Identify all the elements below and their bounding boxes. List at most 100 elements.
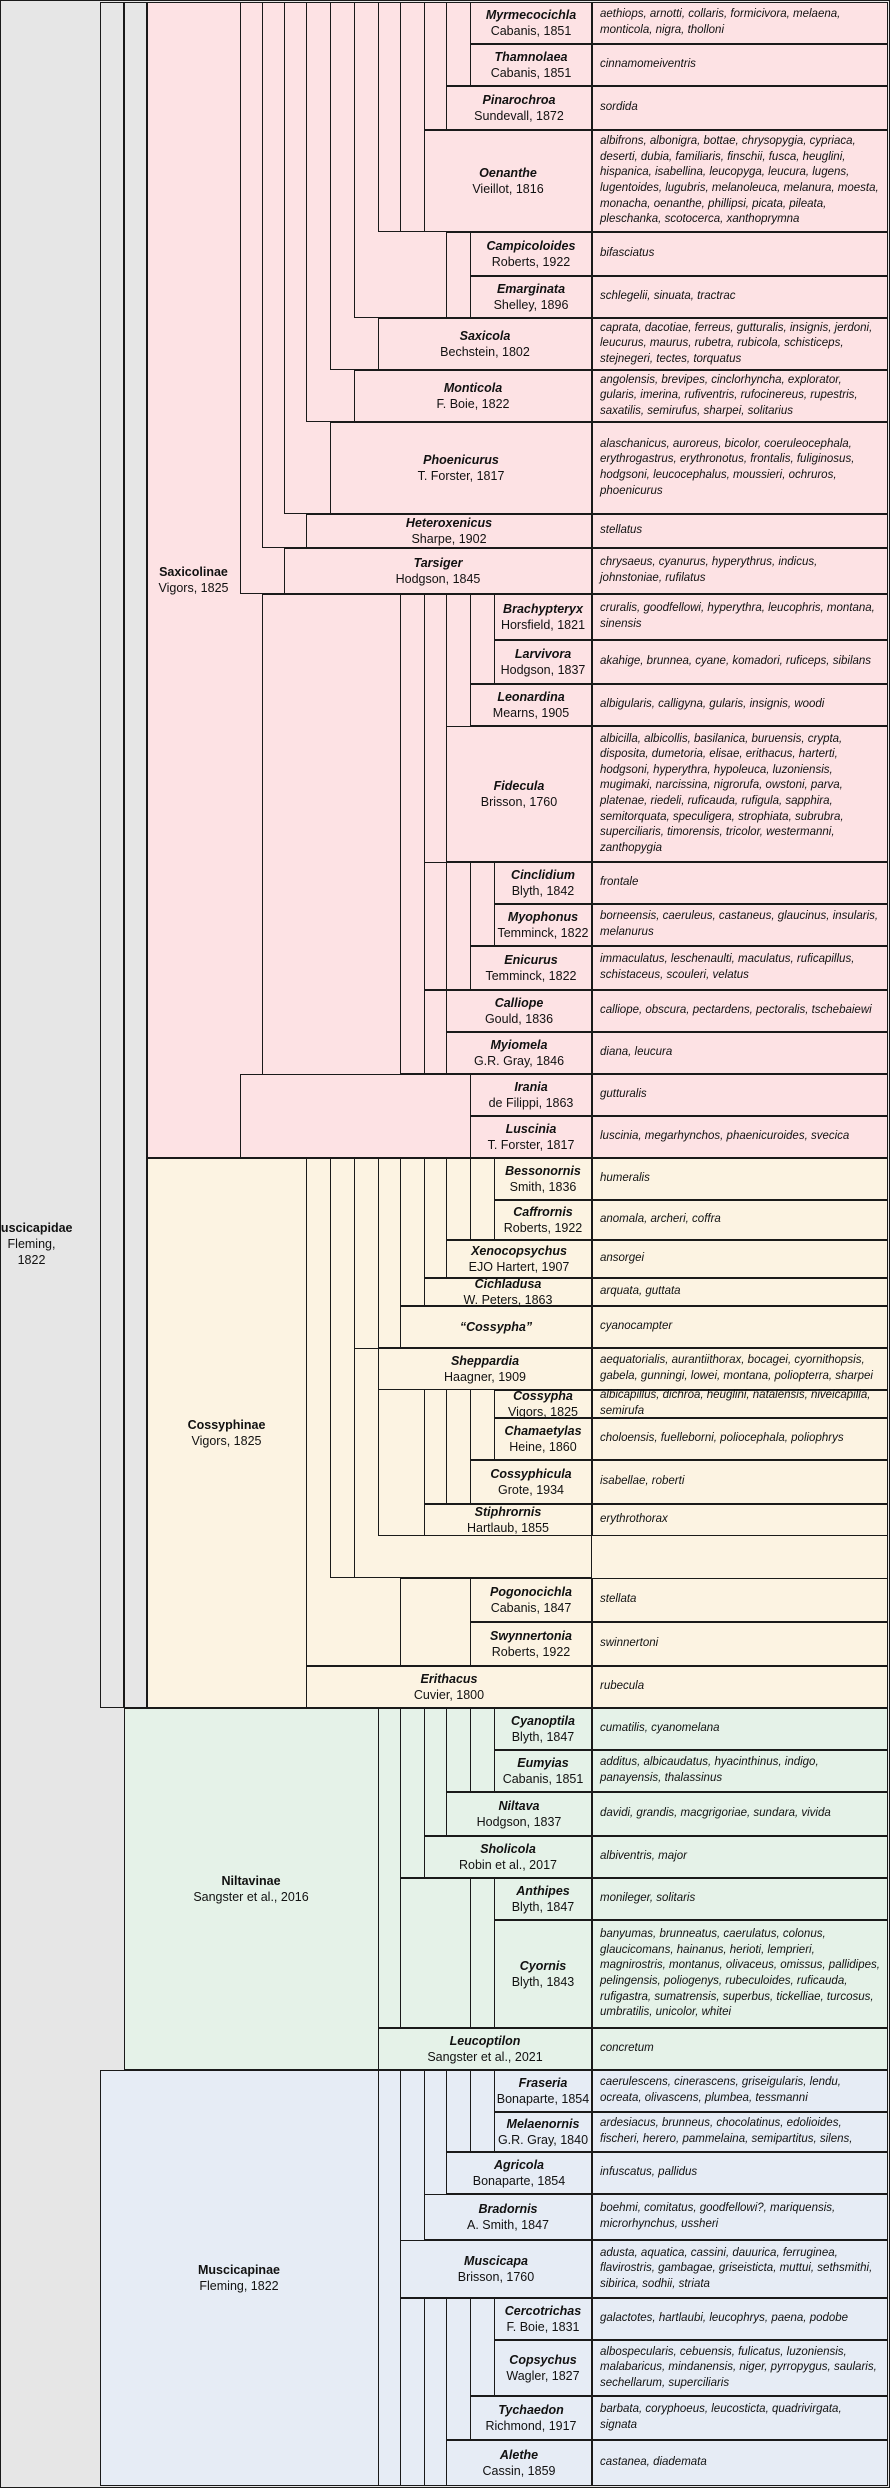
genus-name: Agricola (493, 2157, 544, 2172)
family-bar-outer (100, 2, 124, 1708)
species-list: anomala, archeri, coffra (600, 1213, 721, 1226)
genus-author: Cuvier, 1800 (413, 1688, 485, 1702)
genus-name: Melaenornis (506, 2116, 580, 2131)
species-box (592, 862, 888, 904)
genus-box (378, 318, 592, 370)
species-list: caerulescens, cinerascens, griseigularis… (600, 2076, 841, 2104)
genus-author: Blyth, 1847 (511, 1730, 575, 1744)
subfamily-author: Fleming, 1822 (199, 2279, 279, 2293)
genus-box (494, 2298, 592, 2340)
genus-box (494, 1708, 592, 1750)
genus-name: Oenanthe (479, 165, 537, 180)
genus-name: Pinarochroa (482, 92, 556, 107)
genus-author: Temminck, 1822 (485, 969, 577, 983)
genus-author: Brisson, 1760 (480, 795, 558, 809)
genus-author: Temminck, 1822 (497, 926, 589, 940)
genus-author: G.R. Gray, 1840 (497, 2133, 589, 2147)
species-box (592, 1578, 888, 1622)
species-list: immaculatus, leschenaulti, maculatus, ru… (600, 953, 855, 981)
genus-name: Campicoloides (486, 238, 576, 253)
species-list: albospecularis, cebuensis, fulicatus, lu… (600, 2345, 877, 2389)
genus-box (424, 1504, 592, 1536)
genus-box (470, 2, 592, 44)
species-box (592, 422, 888, 514)
genus-author: G.R. Gray, 1846 (473, 1054, 565, 1068)
species-box (592, 2340, 888, 2396)
genus-name: Alethe (499, 2447, 539, 2462)
genus-name: Chamaetylas (504, 1423, 582, 1438)
species-list: isabellae, roberti (600, 1475, 685, 1488)
genus-box (494, 594, 592, 640)
genus-author: Shelley, 1896 (493, 298, 569, 312)
family-name: Muscicapidae (0, 1220, 73, 1235)
genus-box (470, 1622, 592, 1666)
genus-box (446, 86, 592, 130)
genus-author: Vieillot, 1816 (472, 182, 544, 196)
species-box (592, 1032, 888, 1074)
genus-box (424, 1836, 592, 1878)
species-box (592, 2112, 888, 2152)
genus-box (494, 1158, 592, 1200)
species-box (592, 1708, 888, 1750)
species-box (592, 684, 888, 726)
genus-name: Enicurus (504, 952, 558, 967)
genus-author: Grote, 1934 (497, 1483, 564, 1497)
genus-author: Wagler, 1827 (506, 2369, 580, 2383)
genus-name: Caffrornis (513, 1204, 573, 1219)
genus-name: Luscinia (505, 1121, 557, 1136)
species-box (592, 640, 888, 684)
genus-name: Erithacus (420, 1671, 478, 1686)
species-list: swinnertoni (600, 1637, 659, 1650)
genus-name: Cercotrichas (504, 2303, 582, 2318)
species-box (592, 514, 888, 548)
species-box (592, 1836, 888, 1878)
genus-author: Heine, 1860 (509, 1440, 577, 1454)
genus-name: Cinclidium (511, 867, 575, 882)
genus-box (494, 1418, 592, 1460)
genus-name: Calliope (494, 995, 544, 1010)
genus-name: Irania (514, 1079, 548, 1094)
genus-author: Cabanis, 1851 (502, 1772, 584, 1786)
genus-box (424, 1278, 592, 1306)
genus-box (494, 2340, 592, 2396)
genus-author: Sundevall, 1872 (474, 109, 564, 123)
genus-author: EJO Hartert, 1907 (468, 1260, 570, 1274)
species-list: ardesiacus, brunneus, chocolatinus, edol… (600, 2117, 853, 2145)
genus-box (306, 1666, 592, 1708)
species-box (592, 2298, 888, 2340)
genus-box (470, 684, 592, 726)
species-box (592, 1418, 888, 1460)
genus-box (446, 2152, 592, 2194)
genus-box (330, 422, 592, 514)
species-box (592, 2396, 888, 2440)
genus-name: Tychaedon (498, 2402, 564, 2417)
species-list: davidi, grandis, macgrigoriae, sundara, … (600, 1807, 831, 1820)
species-list: infuscatus, pallidus (600, 2166, 698, 2179)
genus-box (494, 1390, 592, 1418)
genus-author: W. Peters, 1863 (463, 1293, 553, 1307)
genus-name: Sheppardia (450, 1353, 520, 1368)
species-list: cinnamomeiventris (600, 58, 696, 71)
genus-name: Copsychus (509, 2352, 577, 2367)
species-list: cyanocampter (600, 1320, 673, 1333)
genus-author: T. Forster, 1817 (487, 1138, 575, 1152)
subfamily-author: Sangster et al., 2016 (193, 1890, 309, 1904)
species-list: galactotes, hartlaubi, leucophrys, paena… (600, 2312, 849, 2325)
genus-name: Leonardina (497, 689, 565, 704)
